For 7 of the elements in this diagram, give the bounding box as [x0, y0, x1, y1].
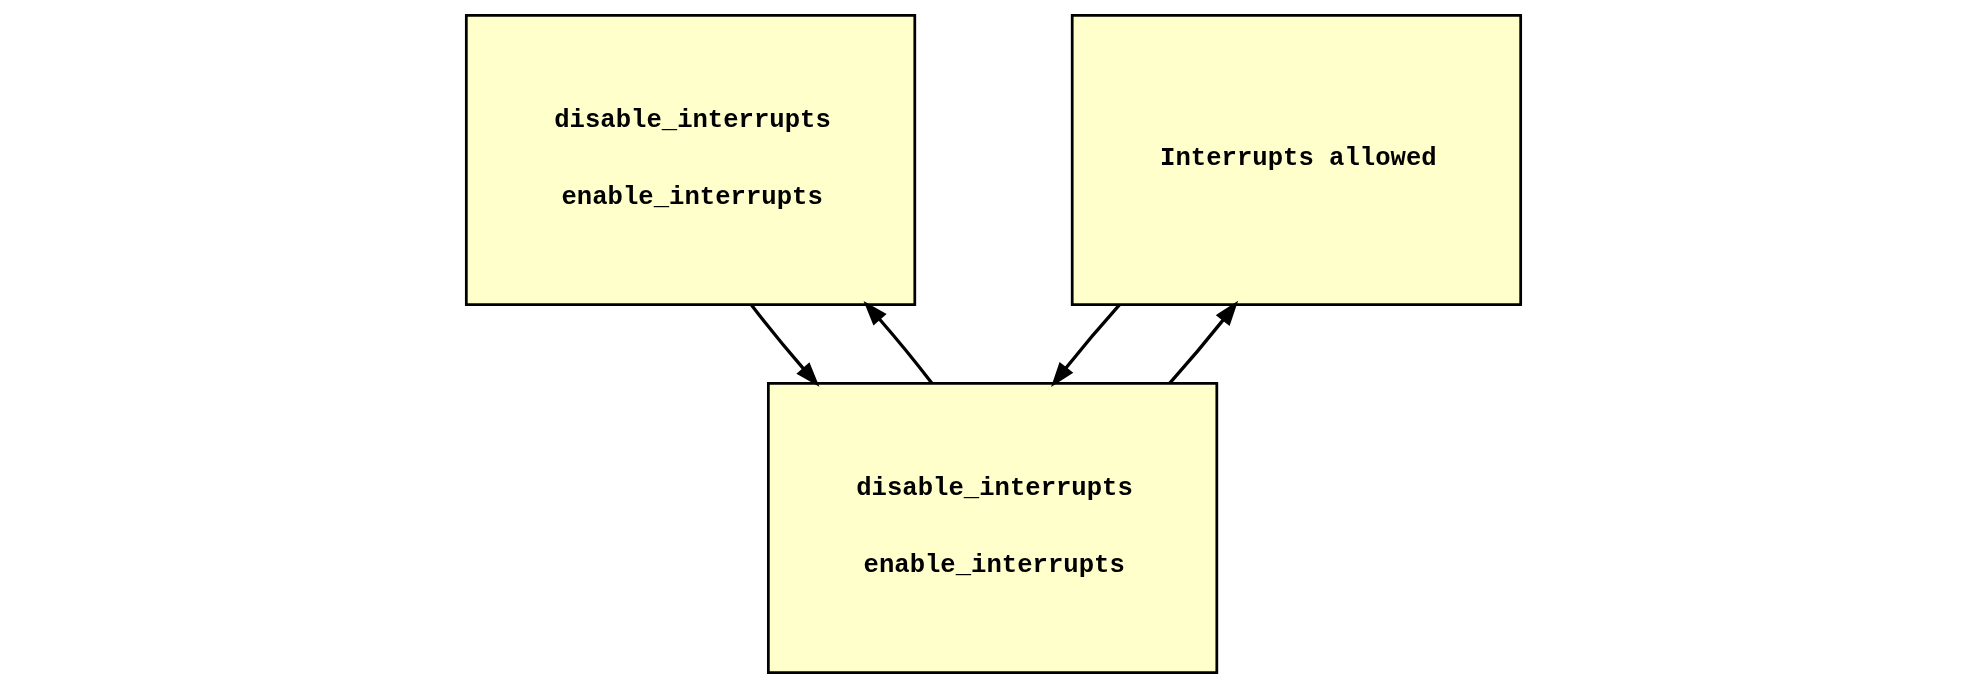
arrow	[1050, 303, 1121, 387]
node-box: Interrupts allowed	[1070, 14, 1522, 306]
arrow	[749, 303, 819, 387]
node-box: disable_interrupts enable_interrupts	[464, 14, 916, 306]
arrow	[1168, 300, 1238, 385]
node-box: disable_interrupts enable_interrupts	[766, 382, 1218, 674]
arrow	[863, 301, 933, 385]
